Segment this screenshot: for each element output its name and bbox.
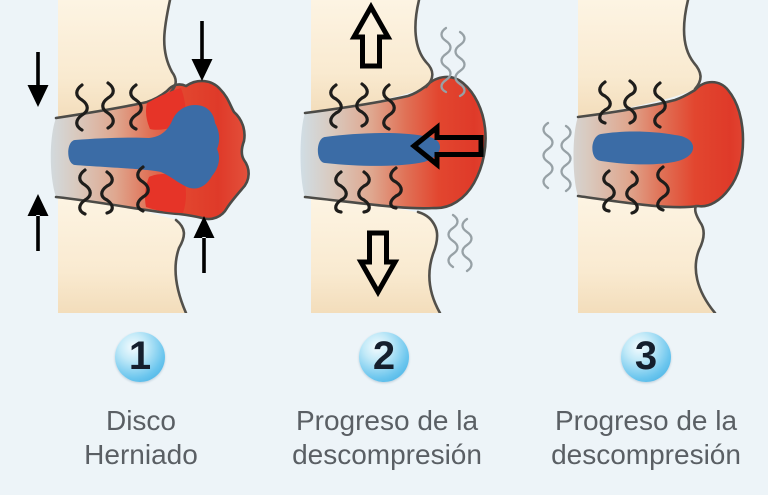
caption-line-1: Disco [105,405,176,436]
step-badge: 3 [621,332,671,382]
caption-line-2: descompresión [292,439,482,470]
step-caption: Progreso de la descompresión [259,404,515,472]
upper-vertebra-edge [682,0,702,91]
step-number: 3 [634,334,658,378]
panel-decompression-progress-2: 3 Progreso de la descompresión [512,0,768,495]
compression-arrow-down-icon [191,21,213,81]
nucleus-pulposus [317,133,440,166]
relief-squiggle-icon [542,121,572,193]
compression-arrow-up-icon [27,194,49,251]
caption-line-1: Progreso de la [554,405,738,436]
nerve-squiggle-icon [75,81,150,216]
panel-herniated-disc: 1 Disco Herniado [0,0,256,495]
nerve-squiggle-icon [598,79,670,215]
compression-arrow-up-icon [193,216,215,273]
step-badge: 1 [115,332,165,382]
lower-vertebra [578,196,715,313]
upper-vertebra [58,0,176,119]
step-caption: Disco Herniado [13,404,269,472]
illustration-decompression-2 [542,0,745,313]
disc-outline [303,75,487,210]
caption-line-2: descompresión [551,439,741,470]
disc-outline [54,79,250,221]
step-badge: 2 [359,332,409,382]
nucleus-pulposus [592,131,694,165]
lower-vertebra [58,196,186,313]
lower-vertebra-edge [693,204,717,313]
step-number: 1 [128,334,152,378]
upper-vertebra-edge [414,0,434,89]
upper-vertebra [578,0,701,117]
retraction-arrow-left-icon [410,122,484,170]
illustration-herniated-disc [27,0,250,313]
nucleus-pulposus [68,105,220,189]
illustration-decompression-1 [300,0,487,313]
compression-arrow-down-icon [27,52,49,107]
caption-line-2: Herniado [84,439,198,470]
step-number: 2 [372,334,396,378]
relief-squiggle-icon [440,26,473,273]
decompression-arrow-down-icon [356,230,400,298]
nerve-squiggle-icon [329,82,403,214]
panel-decompression-progress-1: 2 Progreso de la descompresión [256,0,512,495]
upper-vertebra [311,0,433,112]
lower-vertebra [311,198,440,313]
upper-vertebra-edge [162,0,177,98]
lower-vertebra-edge [416,210,442,313]
caption-line-1: Progreso de la [295,405,479,436]
decompression-arrow-up-icon [349,1,393,69]
lower-vertebra-edge [174,218,188,313]
step-caption: Progreso de la descompresión [518,404,768,472]
